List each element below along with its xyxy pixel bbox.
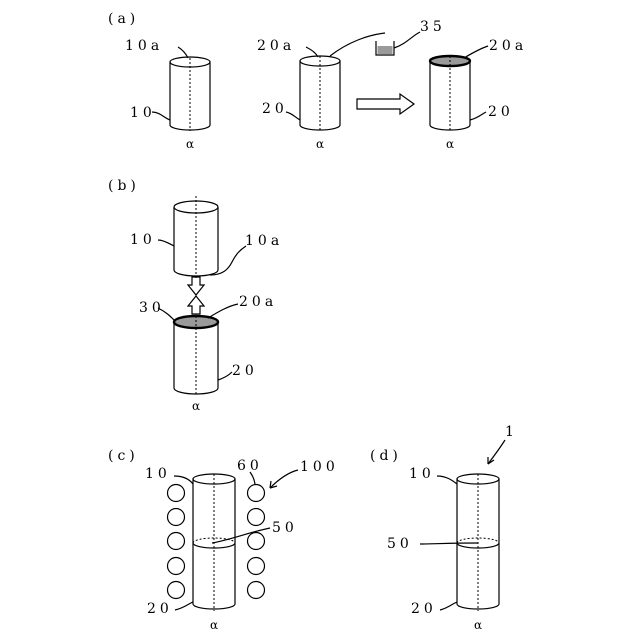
leader-10a-a: [178, 47, 188, 58]
label-100-c: 100: [300, 459, 339, 475]
panel-label-a: (a): [108, 11, 139, 27]
label-1-d: 1: [505, 424, 518, 440]
coating-container-35: [376, 41, 394, 55]
label-20a-a-middle: 20a: [257, 38, 295, 54]
label-20-a-middle: 20: [262, 101, 288, 117]
leader-20-d: [440, 602, 457, 610]
coil-right-c: [248, 485, 265, 599]
cylinder-20-a-middle: [300, 56, 340, 131]
leader-100-c: [270, 470, 298, 488]
label-60-c: 60: [237, 458, 263, 474]
axis-alpha-a3: α: [446, 137, 454, 151]
label-20-c: 20: [147, 601, 173, 617]
label-10a-b: 10a: [245, 233, 283, 249]
leader-20a-a-right: [464, 46, 488, 58]
leader-10-c: [174, 476, 193, 484]
leader-1-d: [488, 440, 505, 464]
leader-50-c: [212, 528, 270, 543]
label-30-b: 30: [139, 300, 165, 316]
cylinder-20-a-coated: [430, 56, 470, 131]
panel-label-c: (c): [108, 448, 139, 464]
coil-left-c: [168, 485, 185, 599]
leader-20-c: [175, 602, 193, 610]
leader-10-b: [158, 240, 174, 246]
label-10-d: 10: [409, 466, 435, 482]
label-20-a-right: 20: [488, 104, 514, 120]
label-10-b: 10: [130, 232, 156, 248]
cylinder-10-a: [170, 57, 210, 131]
cylinder-20-b-coated: [174, 316, 218, 395]
axis-alpha-b: α: [192, 399, 200, 413]
label-10-c: 10: [145, 466, 171, 482]
arrow-down-b: [188, 277, 204, 295]
label-20-d: 20: [411, 601, 437, 617]
label-20-b: 20: [232, 363, 258, 379]
arrow-up-b: [188, 296, 204, 314]
axis-alpha-c: α: [210, 618, 218, 632]
process-arrow-a: [357, 94, 414, 114]
label-20a-b: 20a: [239, 294, 277, 310]
panel-label-b: (b): [108, 178, 140, 194]
leader-20-b: [218, 372, 232, 380]
label-10-a: 10: [130, 105, 156, 121]
leader-10a-b: [210, 246, 246, 275]
dispenser-tube: [330, 33, 385, 56]
axis-alpha-a1: α: [186, 137, 194, 151]
label-20a-a-right: 20a: [489, 38, 527, 54]
label-10a-a: 10a: [125, 38, 163, 54]
leader-20-a-right: [470, 112, 486, 120]
label-50-c: 50: [272, 520, 298, 536]
leader-20-a-middle: [286, 112, 300, 120]
leader-50-d: [420, 543, 478, 544]
label-35: 35: [420, 19, 446, 35]
cylinder-10-b: [174, 196, 218, 278]
label-50-d: 50: [387, 536, 413, 552]
axis-alpha-a2: α: [316, 137, 324, 151]
leader-20a-b: [208, 304, 238, 318]
axis-alpha-d: α: [474, 618, 482, 632]
leader-35: [394, 32, 420, 48]
panel-label-d: (d): [370, 448, 402, 464]
leader-10-d: [437, 476, 457, 484]
